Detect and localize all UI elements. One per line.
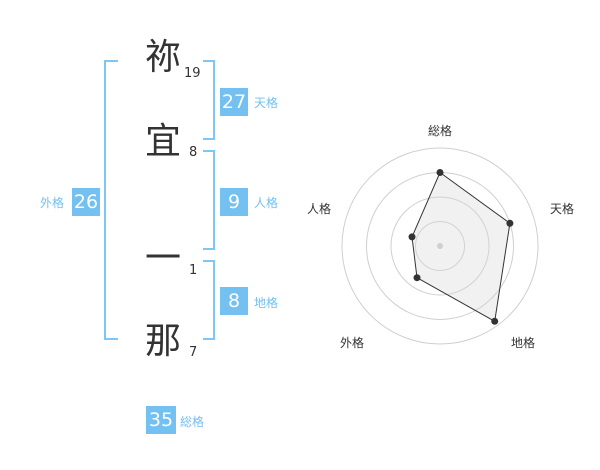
gaikaku-label: 外格 <box>40 196 65 210</box>
name-char-1: 祢 <box>144 37 181 78</box>
tenkaku-label: 天格 <box>254 96 279 110</box>
radar-axis-label-tenkaku: 天格 <box>550 202 575 216</box>
name-char-2: 宜 <box>144 121 181 162</box>
radar-point-2 <box>506 219 514 227</box>
radar-ring-2 <box>390 196 490 296</box>
radar-point-5 <box>408 233 416 241</box>
soukaku-value: 35 <box>146 406 176 434</box>
gaikaku-value: 26 <box>72 188 100 216</box>
stroke-count-4: 7 <box>189 345 198 360</box>
chikaku-label: 地格 <box>254 296 279 310</box>
radar-axis-label-jinkaku: 人格 <box>307 202 332 216</box>
jinkaku-value: 9 <box>220 188 248 216</box>
radar-point-1 <box>436 169 444 176</box>
radar-point-3 <box>491 317 499 325</box>
radar-center-dot <box>437 243 443 249</box>
name-char-3: 一 <box>144 238 181 279</box>
tenkaku-value: 27 <box>220 88 248 116</box>
radar-ring-1 <box>415 221 465 271</box>
radar-axis-label-soukaku: 総格 <box>428 124 453 138</box>
stroke-count-1: 19 <box>184 66 201 81</box>
stroke-count-2: 8 <box>189 145 198 160</box>
name-char-4: 那 <box>144 321 181 362</box>
soukaku-label: 総格 <box>180 415 205 429</box>
radar-point-4 <box>413 274 421 282</box>
stroke-count-3: 1 <box>189 263 198 278</box>
radar-ring-4 <box>341 147 539 345</box>
jinkaku-label: 人格 <box>254 196 279 210</box>
radar-axis-label-gaikaku: 外格 <box>340 336 365 350</box>
radar-value-polygon <box>411 171 511 323</box>
chikaku-value: 8 <box>220 287 248 315</box>
radar-axis-label-chikaku: 地格 <box>511 336 536 350</box>
